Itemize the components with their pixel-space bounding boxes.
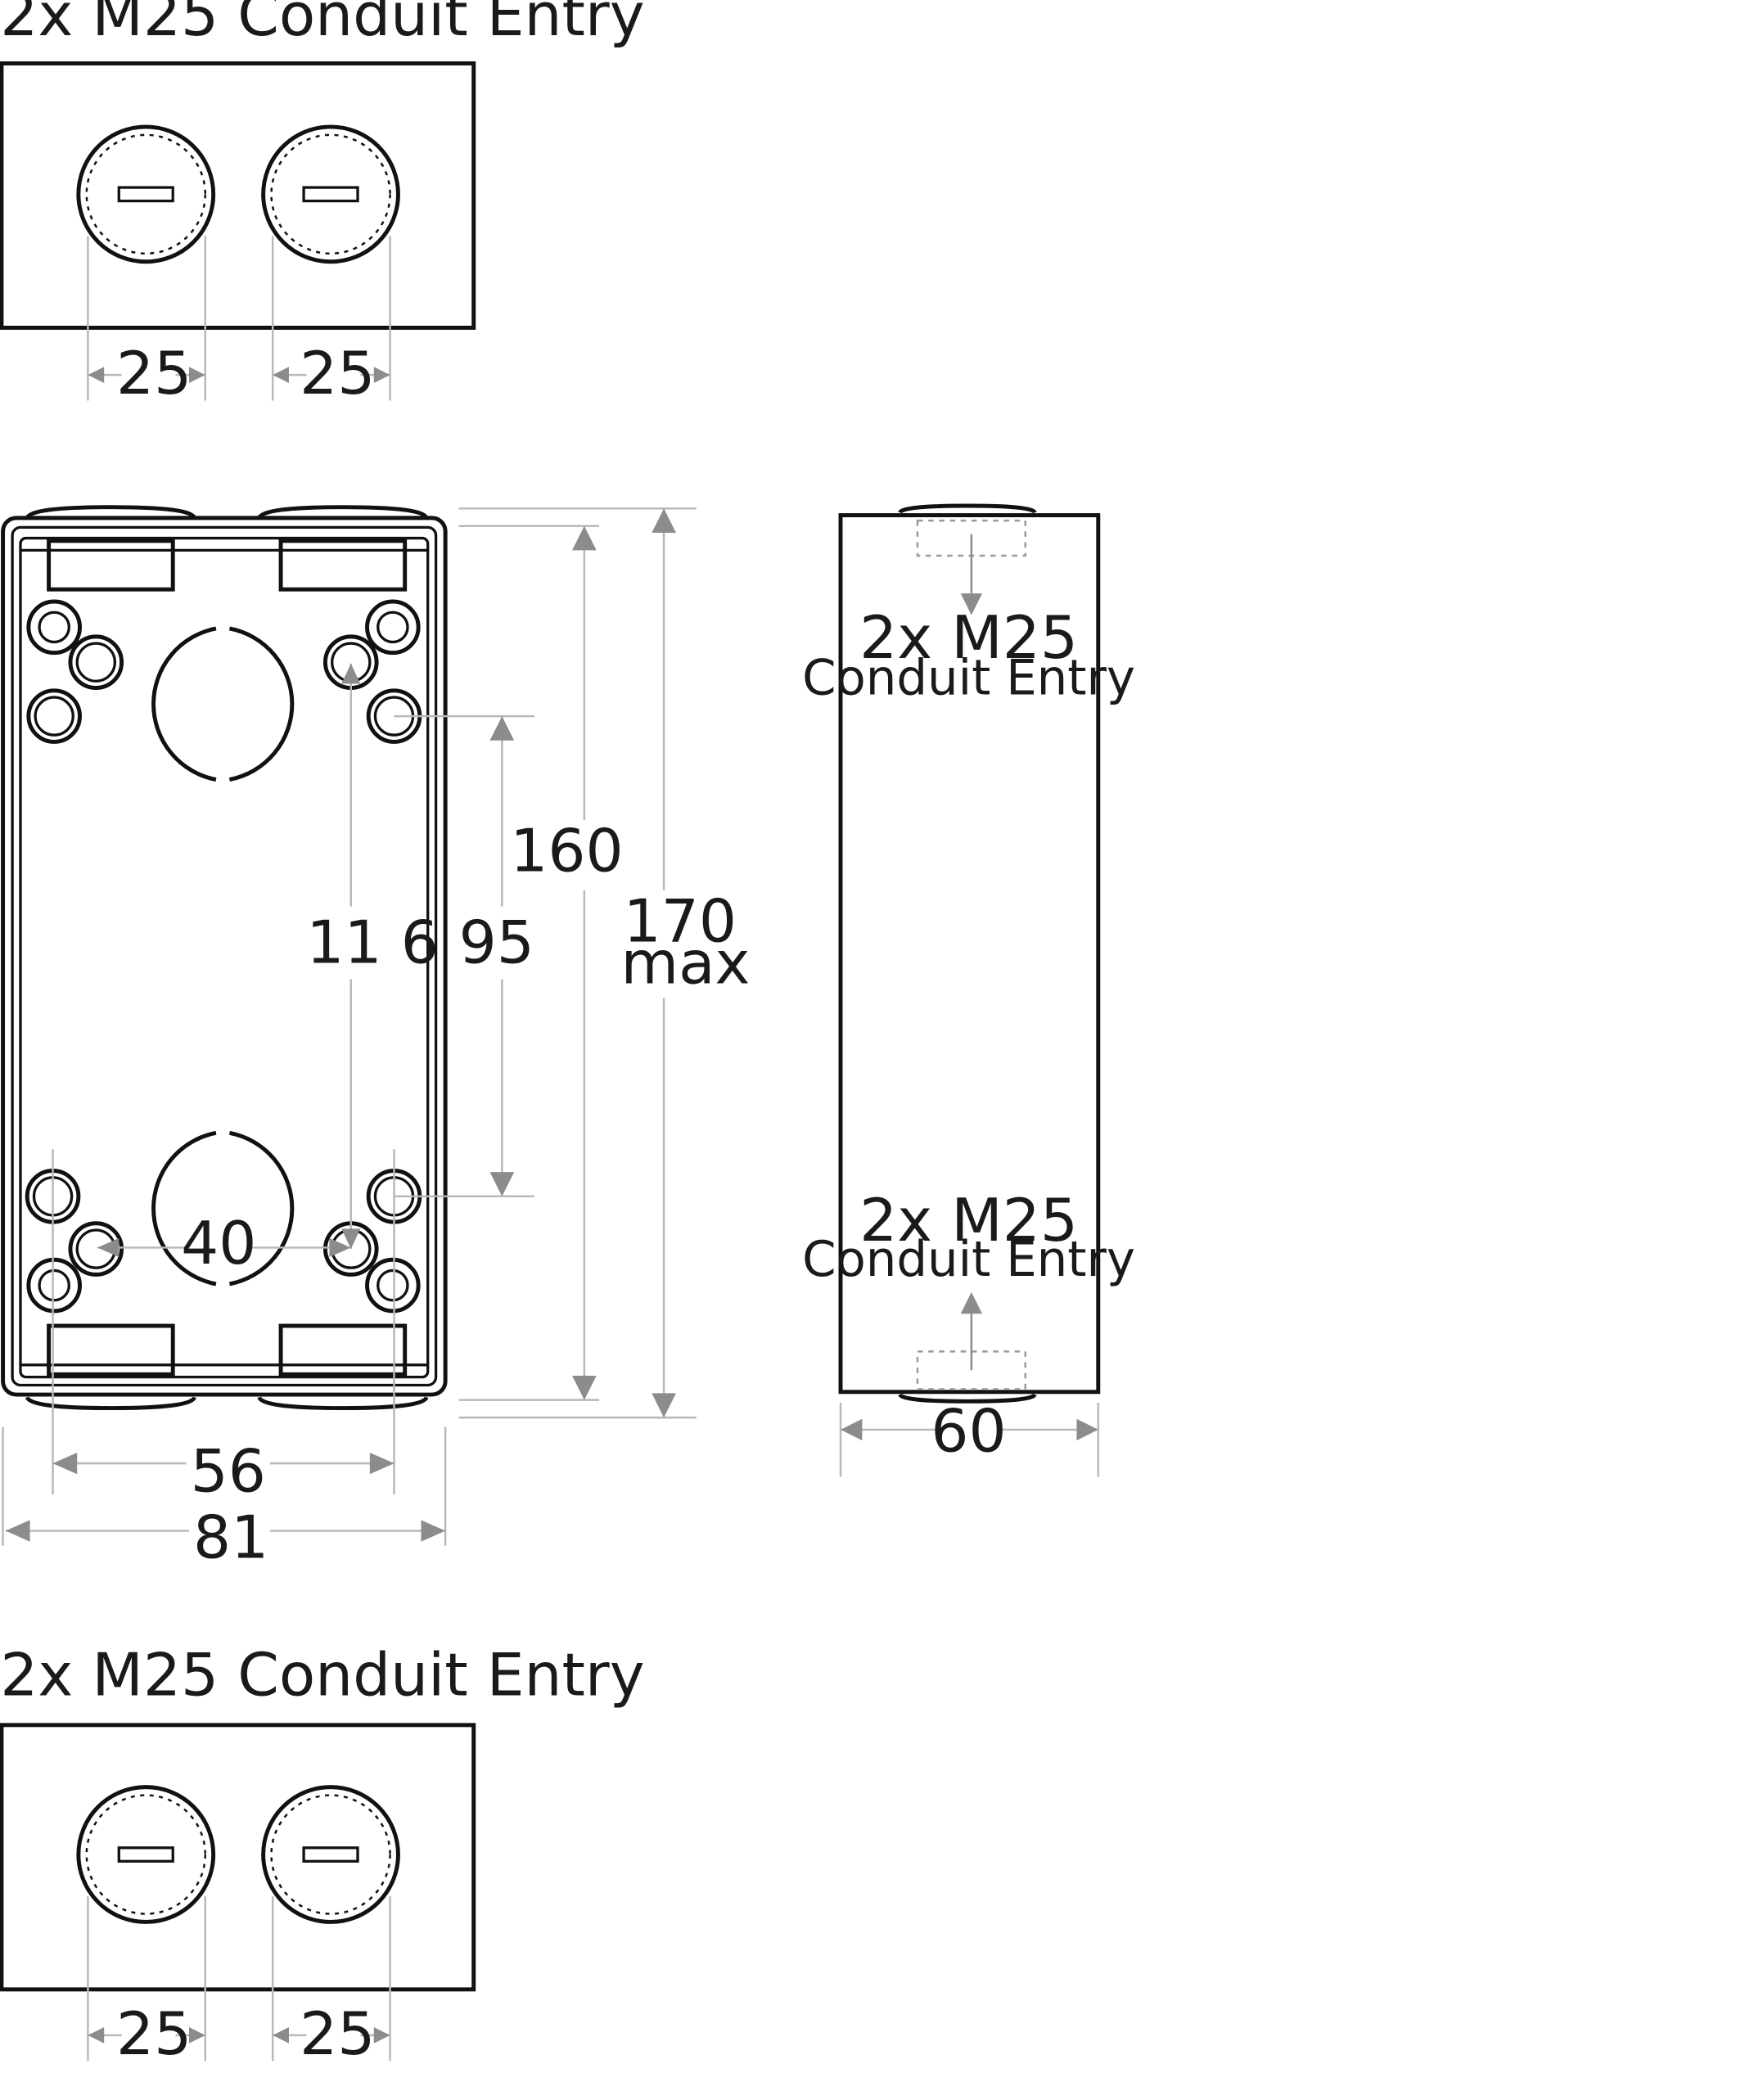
- front-body-outer: [1, 516, 448, 1397]
- top-panel-title: 2x M25 Conduit Entry: [0, 0, 644, 50]
- front-dim-160: 160: [458, 525, 624, 1401]
- top-panel-box: [0, 61, 476, 330]
- front-knockout-top: [151, 626, 295, 782]
- front-dim-56: 56: [52, 1149, 395, 1507]
- front-dim-116: 11 6: [306, 663, 439, 1250]
- front-bottom-slot-right: [278, 1323, 408, 1377]
- front-top-slot-left: [47, 539, 175, 592]
- front-dim-160-label: 160: [510, 818, 623, 886]
- front-dim-116-label: 11 6: [306, 909, 438, 978]
- front-dim-170-label: 170: [624, 887, 737, 956]
- side-view: 2x M25 Conduit Entry 2x M25 Conduit Entr…: [802, 503, 1135, 1477]
- top-entry-panel: 2x M25 Conduit Entry 25 25: [0, 0, 645, 408]
- front-body-inner: [11, 525, 438, 1387]
- side-body: [838, 513, 1101, 1395]
- front-knockout-bottom: [151, 1130, 295, 1287]
- top-gland-right: [264, 127, 399, 262]
- side-top-label-line2: Conduit Entry: [802, 650, 1135, 706]
- front-bottom-cap-left: [25, 1396, 196, 1411]
- side-bottom-label-line1: 2x M25: [859, 1187, 1078, 1255]
- front-view: 40 11 6 95 160: [1, 505, 750, 1572]
- bottom-dim-right: 25: [273, 2000, 390, 2069]
- front-top-cap-right: [257, 505, 429, 520]
- front-bottom-cap-right: [257, 1396, 429, 1411]
- top-dim-left: 25: [88, 340, 205, 408]
- bottom-gland-left: [79, 1787, 214, 1922]
- side-bottom-cap: [898, 1393, 1037, 1404]
- bottom-panel-box: [0, 1723, 476, 1992]
- side-bottom-label-line2: Conduit Entry: [802, 1231, 1135, 1287]
- top-dim-left-label: 25: [116, 340, 192, 408]
- side-top-entry-callout: 2x M25 Conduit Entry: [802, 534, 1135, 706]
- front-top-slot-right: [278, 539, 408, 592]
- top-dim-right-label: 25: [300, 340, 375, 408]
- side-top-label-line1: 2x M25: [859, 604, 1078, 673]
- front-dim-56-label: 56: [191, 1438, 266, 1507]
- top-gland-left: [79, 127, 214, 262]
- side-top-cap: [898, 503, 1037, 514]
- front-dim-170-suffix: max: [620, 929, 750, 998]
- bottom-gland-right: [264, 1787, 399, 1922]
- side-bottom-entry-callout: 2x M25 Conduit Entry: [802, 1187, 1135, 1371]
- front-top-cap-left: [25, 505, 196, 520]
- bottom-dim-left: 25: [88, 2000, 205, 2069]
- side-dim-60: 60: [839, 1397, 1100, 1477]
- bottom-entry-panel: 2x M25 Conduit Entry 25 25: [0, 1642, 645, 2069]
- top-dim-right: 25: [273, 340, 390, 408]
- front-bottom-slot-left: [47, 1323, 175, 1377]
- front-dim-40: 40: [97, 1210, 351, 1278]
- front-cavity: [19, 536, 430, 1379]
- front-dim-81-label: 81: [193, 1503, 268, 1572]
- front-dim-95: 95: [394, 714, 534, 1198]
- bottom-dim-right-label: 25: [300, 2000, 375, 2069]
- bottom-dim-left-label: 25: [116, 2000, 192, 2069]
- side-dim-60-label: 60: [931, 1397, 1006, 1466]
- front-dim-81: 81: [2, 1426, 447, 1572]
- front-dim-40-label: 40: [181, 1210, 256, 1278]
- front-dim-95-label: 95: [459, 909, 534, 978]
- front-dim-170-max: 170 max: [458, 507, 750, 1419]
- bottom-panel-title: 2x M25 Conduit Entry: [0, 1642, 644, 1710]
